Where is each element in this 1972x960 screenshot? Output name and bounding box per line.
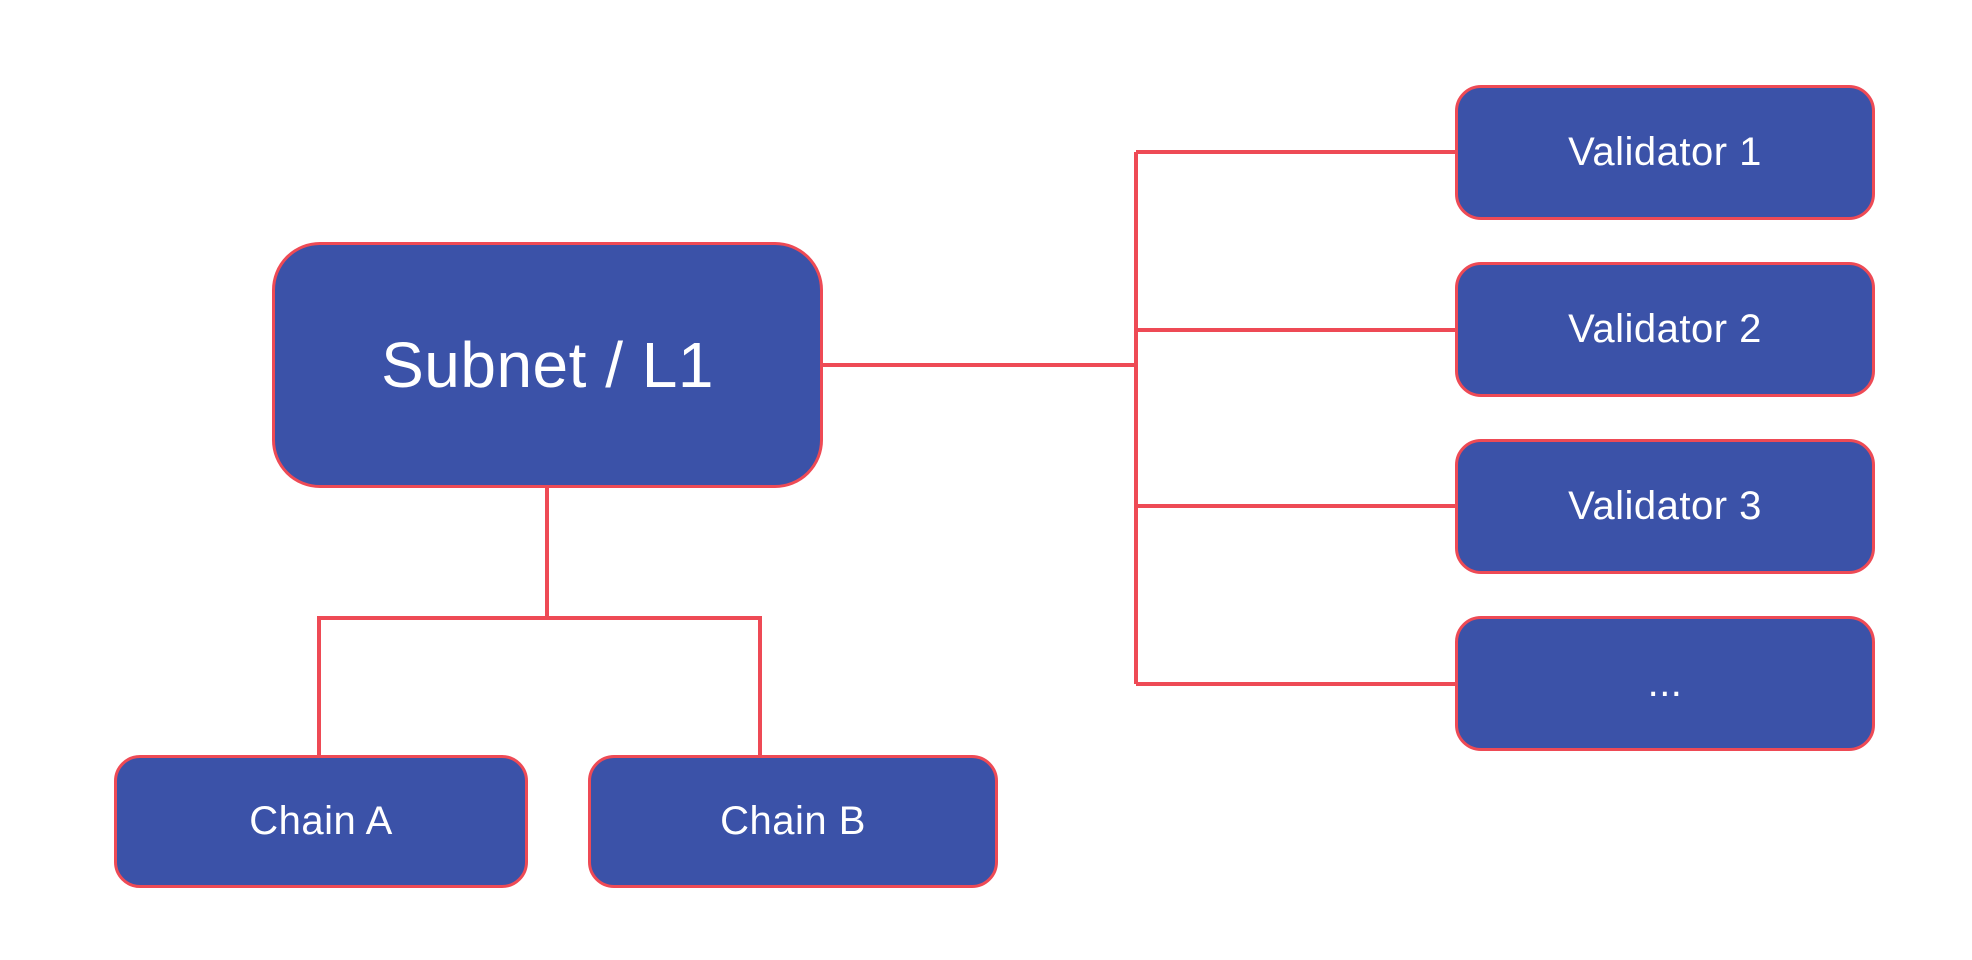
node-validator-3-label: Validator 3	[1568, 484, 1762, 528]
node-subnet: Subnet / L1	[272, 242, 823, 488]
node-validator-1-label: Validator 1	[1568, 130, 1762, 174]
node-validator-1: Validator 1	[1455, 85, 1875, 220]
node-validator-3: Validator 3	[1455, 439, 1875, 574]
node-chain-a: Chain A	[114, 755, 528, 888]
node-chain-a-label: Chain A	[249, 799, 393, 843]
node-chain-b: Chain B	[588, 755, 998, 888]
node-validator-2: Validator 2	[1455, 262, 1875, 397]
node-validator-more: ...	[1455, 616, 1875, 751]
node-validator-more-label: ...	[1647, 661, 1683, 705]
node-validator-2-label: Validator 2	[1568, 307, 1762, 351]
node-subnet-label: Subnet / L1	[381, 329, 714, 401]
node-chain-b-label: Chain B	[720, 799, 866, 843]
